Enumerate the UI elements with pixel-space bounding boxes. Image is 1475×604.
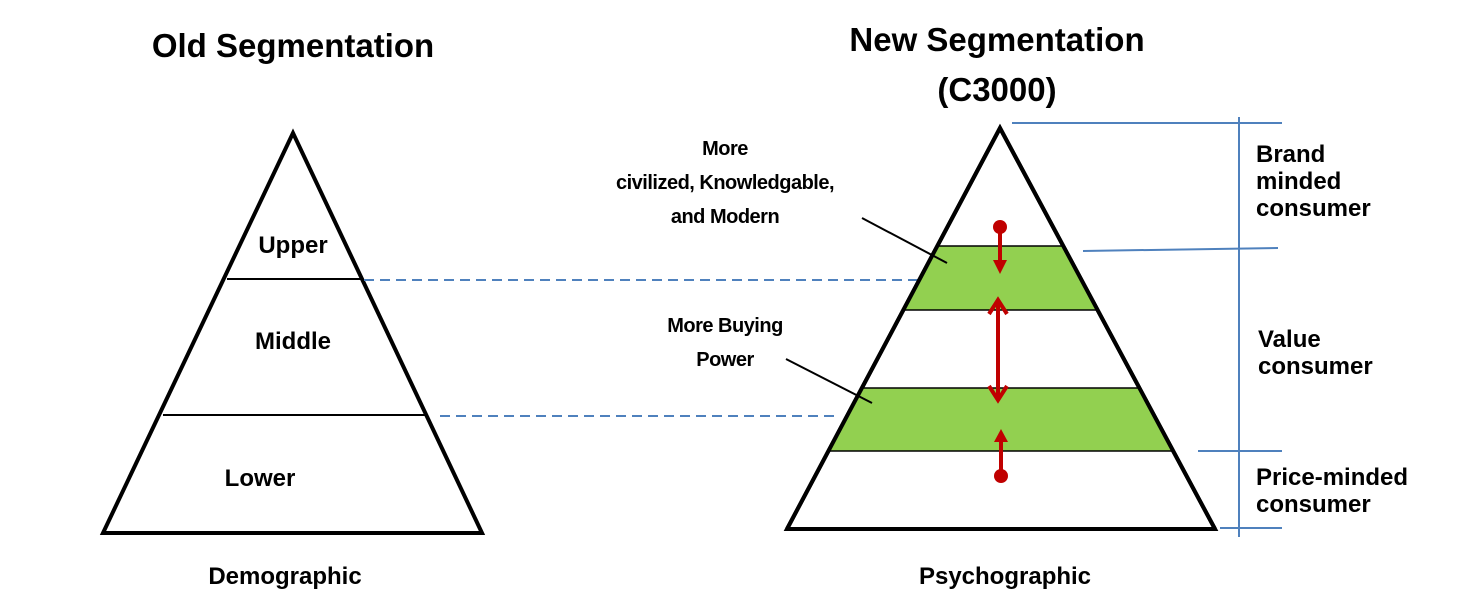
callout-leader-bottom [785, 358, 873, 404]
callout-buying-power-line: More Buying [667, 315, 783, 337]
new-segmentation-title: New Segmentation [849, 21, 1145, 58]
side-label-brand-line: minded [1256, 168, 1342, 195]
callout-civilized-line: and Modern [670, 206, 780, 228]
side-label-price: Price-minded consumer [1256, 464, 1408, 518]
arrow-middle-double [987, 296, 1009, 404]
old-pyramid-outline [99, 128, 486, 535]
side-label-brand-line: Brand [1256, 141, 1326, 168]
side-label-price-line: Price-minded [1256, 464, 1409, 491]
side-label-value: Value consumer [1258, 326, 1373, 380]
callout-leader-top [861, 217, 948, 264]
side-label-price-line: consumer [1256, 491, 1371, 518]
callout-civilized: More civilized, Knowledgable, and Modern [560, 132, 890, 234]
caption-demographic: Demographic [208, 563, 362, 590]
callout-buying-power: More Buying Power [600, 309, 850, 377]
tier-label-upper: Upper [258, 232, 328, 259]
side-label-value-line: consumer [1258, 353, 1373, 380]
tier-label-middle: Middle [255, 328, 331, 355]
side-label-brand-line: consumer [1256, 195, 1371, 222]
side-label-brand: Brand minded consumer [1256, 141, 1371, 222]
segment-bracket [1012, 117, 1282, 537]
arrow-bottom-up [994, 429, 1008, 483]
caption-psychographic: Psychographic [918, 563, 1092, 590]
side-label-value-line: Value [1258, 326, 1321, 353]
callout-civilized-line: More [702, 138, 748, 160]
callout-civilized-line: civilized, Knowledgable, [615, 172, 835, 194]
arrow-top-down [993, 220, 1007, 274]
old-segmentation-title: Old Segmentation [151, 27, 435, 64]
new-segmentation-subtitle: (C3000) [937, 71, 1057, 108]
callout-buying-power-line: Power [696, 349, 754, 371]
tier-label-lower: Lower [224, 465, 296, 492]
